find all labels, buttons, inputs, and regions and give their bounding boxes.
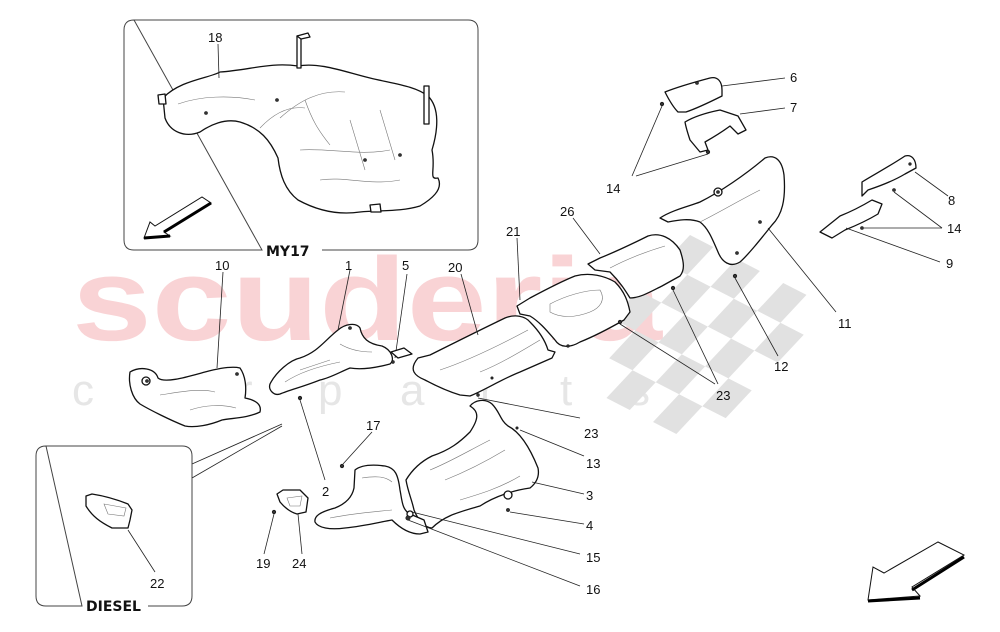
checkered-flag-watermark bbox=[606, 235, 807, 435]
svg-text:c: c bbox=[72, 366, 94, 415]
fastener-14-b bbox=[892, 188, 896, 192]
part-8-heat-shield[interactable] bbox=[861, 154, 917, 197]
callout-8[interactable]: 8 bbox=[948, 193, 955, 208]
callout-23-center[interactable]: 23 bbox=[584, 426, 598, 441]
part-5-bracket[interactable] bbox=[390, 347, 413, 364]
front-arrow-inset-icon bbox=[143, 196, 212, 240]
part-22-plate[interactable] bbox=[85, 493, 133, 529]
callout-24[interactable]: 24 bbox=[292, 556, 306, 571]
callout-4[interactable]: 4 bbox=[586, 518, 593, 533]
callout-21[interactable]: 21 bbox=[506, 224, 520, 239]
callout-9[interactable]: 9 bbox=[946, 256, 953, 271]
callout-23-right[interactable]: 23 bbox=[716, 388, 730, 403]
part-21-heat-shield[interactable] bbox=[516, 273, 631, 348]
callout-18[interactable]: 18 bbox=[208, 30, 222, 45]
callout-19[interactable]: 19 bbox=[256, 556, 270, 571]
part-18-floor-heat-shield[interactable] bbox=[157, 32, 441, 214]
callout-20[interactable]: 20 bbox=[448, 260, 462, 275]
inset-label-my17: MY17 bbox=[266, 244, 310, 260]
part-bracket-shield[interactable] bbox=[314, 463, 429, 535]
callout-6[interactable]: 6 bbox=[790, 70, 797, 85]
callout-5[interactable]: 5 bbox=[402, 258, 409, 273]
callout-10[interactable]: 10 bbox=[215, 258, 229, 273]
callout-26[interactable]: 26 bbox=[560, 204, 574, 219]
callout-14-right[interactable]: 14 bbox=[947, 221, 961, 236]
part-3-heat-shield[interactable] bbox=[405, 399, 540, 529]
callout-12[interactable]: 12 bbox=[774, 359, 788, 374]
part-10-heat-shield[interactable] bbox=[128, 366, 261, 428]
callout-1[interactable]: 1 bbox=[345, 258, 352, 273]
fastener-14-a bbox=[659, 101, 665, 107]
front-arrow-main-icon bbox=[867, 541, 966, 603]
part-9-heat-shield[interactable] bbox=[819, 199, 883, 239]
part-11-heat-shield[interactable] bbox=[659, 156, 786, 279]
callout-14-left[interactable]: 14 bbox=[606, 181, 620, 196]
callout-13[interactable]: 13 bbox=[586, 456, 600, 471]
fastener-2 bbox=[297, 395, 303, 401]
fastener-19 bbox=[271, 509, 277, 515]
svg-text:t: t bbox=[560, 366, 572, 415]
part-7-heat-shield[interactable] bbox=[684, 109, 747, 155]
inset-diesel: DIESEL 22 bbox=[35, 445, 193, 615]
part-26-heat-shield[interactable] bbox=[587, 234, 685, 299]
callout-3[interactable]: 3 bbox=[586, 488, 593, 503]
callout-11[interactable]: 11 bbox=[838, 316, 852, 331]
fastener-14-c bbox=[860, 226, 864, 230]
callout-15[interactable]: 15 bbox=[586, 550, 600, 565]
callout-7[interactable]: 7 bbox=[790, 100, 797, 115]
part-20-heat-shield[interactable] bbox=[412, 315, 556, 397]
part-6-heat-shield[interactable] bbox=[664, 76, 723, 113]
part-24-plate[interactable] bbox=[276, 489, 309, 515]
inset-label-diesel: DIESEL bbox=[86, 599, 141, 615]
callout-17[interactable]: 17 bbox=[366, 418, 380, 433]
inset-my17: MY17 18 bbox=[123, 19, 479, 260]
callout-22[interactable]: 22 bbox=[150, 576, 164, 591]
part-1-heat-shield[interactable] bbox=[268, 323, 393, 396]
callout-16[interactable]: 16 bbox=[586, 582, 600, 597]
callout-2[interactable]: 2 bbox=[322, 484, 329, 499]
